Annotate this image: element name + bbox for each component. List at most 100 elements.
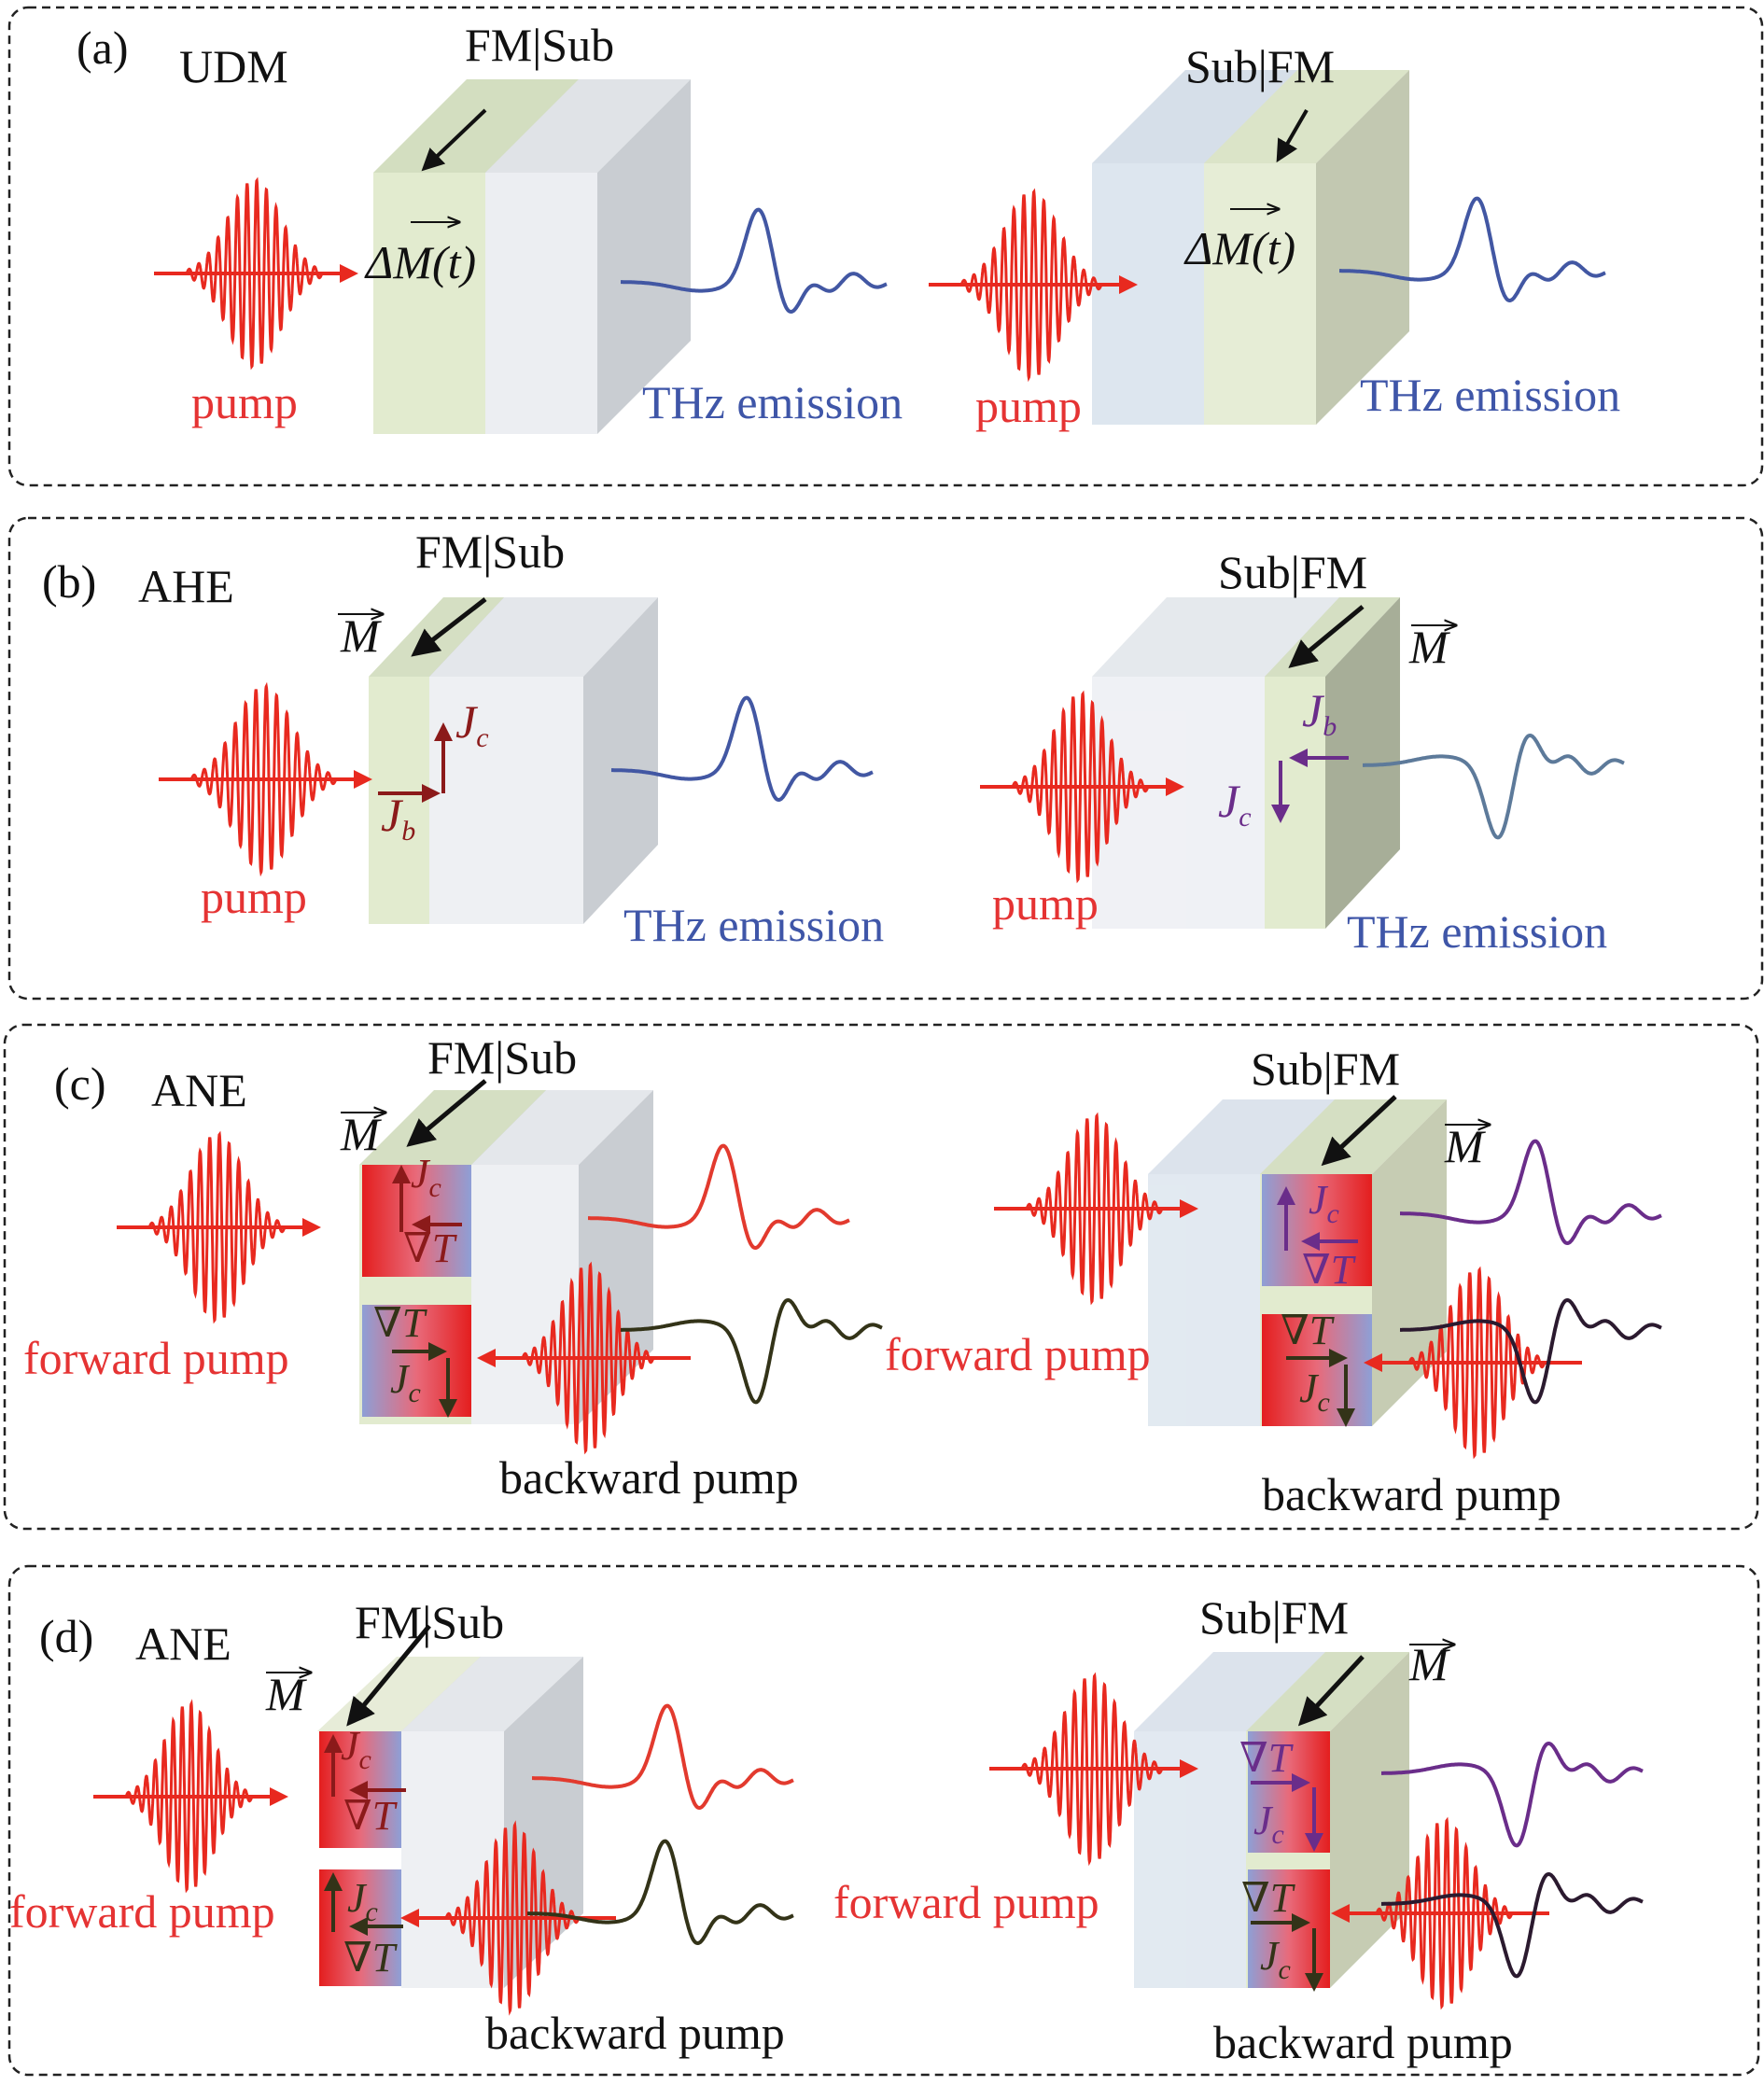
panel-d-right-thz-bottom (1381, 1871, 1644, 1979)
panel-d-right-backward-pump (1331, 1816, 1549, 2010)
panel-b-right-fm-slab-face (1265, 677, 1325, 929)
panel-c-border (3, 1023, 1759, 1531)
panel-d-right-m-arrow (1297, 1655, 1365, 1727)
panel-a-right-pump (929, 188, 1138, 383)
panel-c-grad-right-top: ∇T (1302, 1247, 1357, 1293)
panel-c-jc-left-top: Jc (411, 1151, 441, 1203)
panel-c-grad-right-bottom: ∇T (1281, 1308, 1336, 1353)
panel-c-right-stack-label: Sub|FM (1251, 1043, 1400, 1095)
panel-c-left-thz-bottom (621, 1297, 883, 1405)
panel-c-right-fm-slab-side (1372, 1099, 1447, 1426)
panel-a-thz-right: THz emission (1360, 369, 1620, 421)
panel-d-jc-right-bottom: Jc (1260, 1933, 1291, 1985)
panel-d-jc-left-top: Jc (341, 1723, 371, 1775)
panel-a-left-stack-label: FM|Sub (465, 19, 614, 71)
panel-d-forward-right: forward pump (833, 1876, 1099, 1928)
panel-b-right-fm-slab-side (1325, 597, 1400, 929)
panel-c-right-sub-slab-face (1148, 1174, 1260, 1426)
panel-c-tag: (c) (54, 1057, 106, 1110)
panel-d-left-sub-slab-face (401, 1731, 504, 1988)
panel-b-right-pump (980, 690, 1184, 884)
panel-d-jc-left-bottom: Jc (347, 1875, 378, 1927)
panel-c-right-bottom-gradient (1262, 1314, 1372, 1426)
panel-d-grad-left-top: ∇T (343, 1793, 399, 1839)
panel-d-right-stack-label: Sub|FM (1199, 1591, 1349, 1644)
panel-c-right-forward-pump (994, 1112, 1198, 1306)
panel-d-backward-left: backward pump (485, 2007, 785, 2059)
panel-c-left-forward-pump (117, 1130, 321, 1324)
panel-a-left-sub-slab (485, 79, 691, 434)
panel-c-left-m-arrow (406, 1079, 487, 1147)
panel-a-left-fm-slab-face (373, 173, 485, 434)
panel-a-pump-left: pump (191, 376, 298, 428)
panel-d-left-sub-slab (401, 1657, 583, 1988)
panel-c-grad-left-top: ∇T (403, 1225, 458, 1271)
panel-d-forward-left: forward pump (9, 1885, 275, 1938)
panel-b-m-right: M (1408, 621, 1450, 673)
panel-b-left-stack-label: FM|Sub (415, 525, 565, 578)
panel-c-grad-left-bottom: ∇T (373, 1300, 428, 1346)
panel-a-right-fm-slab (1204, 70, 1409, 425)
panel-d-left-thz-bottom (527, 1839, 794, 1946)
panel-b-border (7, 516, 1764, 1001)
panel-c-left-stack-label: FM|Sub (427, 1031, 577, 1084)
panel-d-m-right: M (1408, 1638, 1450, 1690)
panel-a-thz-left: THz emission (642, 376, 903, 428)
panel-b-right-sub-slab-face (1092, 677, 1265, 929)
panel-b-jb-left: Jb (381, 789, 415, 847)
panel-c-right-m-arrow (1321, 1095, 1397, 1167)
panel-b-right-stack-label: Sub|FM (1218, 546, 1367, 598)
panel-b-jb-right: Jb (1302, 684, 1337, 742)
panel-a-border (7, 6, 1764, 487)
panel-c-right-sub-slab-top (1148, 1099, 1335, 1174)
panel-d-jc-right-top: Jc (1253, 1798, 1284, 1850)
panel-b-right-m-arrow (1288, 605, 1365, 668)
panel-d-right-thz-top (1381, 1741, 1644, 1848)
panel-a-right-thz (1339, 196, 1606, 303)
panel-c-jc-right-top: Jc (1309, 1177, 1339, 1229)
panel-c-m-right: M (1444, 1120, 1486, 1172)
panel-c-backward-right: backward pump (1262, 1468, 1561, 1520)
panel-a-left-sub-slab-face (485, 173, 597, 434)
panel-a-left-m-arrow (421, 108, 487, 172)
panel-c-right-thz-top (1400, 1139, 1662, 1246)
panel-a-tag: (a) (77, 21, 129, 74)
panel-a-left-sub-slab-top (485, 79, 691, 173)
panel-a-delta-m-right: ΔM(t) (1183, 222, 1295, 274)
panel-b-thz-left: THz emission (623, 899, 884, 951)
panel-b-left-pump (159, 681, 372, 877)
panel-b-left-sub-slab-top (429, 597, 658, 677)
panel-d-right-bottom-gradient (1248, 1869, 1330, 1988)
panel-c-jc-left-bottom: Jc (390, 1356, 421, 1408)
panel-c-left-bottom-gradient (362, 1305, 471, 1417)
panel-a-right-fm-slab-side (1316, 70, 1409, 425)
panel-d-right-forward-pump (989, 1672, 1198, 1867)
panel-a-delta-m-left: ΔM(t) (364, 236, 476, 288)
panel-d-left-stack-label: FM|Sub (355, 1596, 504, 1648)
panel-a-right-sub-slab-top (1092, 70, 1297, 163)
panel-b-left-sub-slab-face (429, 677, 583, 924)
panel-d-right-top-gradient (1248, 1731, 1330, 1853)
panel-b-pump-left: pump (201, 871, 307, 923)
panel-d-border (7, 1564, 1760, 2077)
panel-c-forward-left: forward pump (23, 1332, 289, 1384)
panel-c-left-sub-slab (471, 1090, 653, 1424)
panel-d-grad-left-bottom: ∇T (343, 1935, 399, 1981)
panel-d-backward-right: backward pump (1213, 2016, 1513, 2068)
panel-a-left-pump (154, 176, 358, 371)
panel-c-right-thz-bottom (1400, 1297, 1662, 1405)
panel-d-tag: (d) (39, 1610, 93, 1662)
panel-c-left-sub-slab-face (471, 1165, 579, 1424)
panel-c-left-thz-top (588, 1143, 850, 1251)
panel-c-right-backward-pump (1364, 1266, 1582, 1460)
panel-c-forward-right: forward pump (885, 1328, 1151, 1380)
panel-d-m-left: M (265, 1668, 307, 1720)
panel-a-right-fm-slab-top (1204, 70, 1409, 163)
panel-b-left-thz (611, 695, 874, 803)
panel-a-right-fm-slab-face (1204, 163, 1316, 425)
panel-b-left-fm-slab-face (369, 677, 429, 924)
panel-a-right-stack-label: Sub|FM (1185, 40, 1335, 92)
panel-b-right-sub-slab-top (1092, 597, 1339, 677)
panel-a-right-sub-slab-face (1092, 163, 1204, 425)
